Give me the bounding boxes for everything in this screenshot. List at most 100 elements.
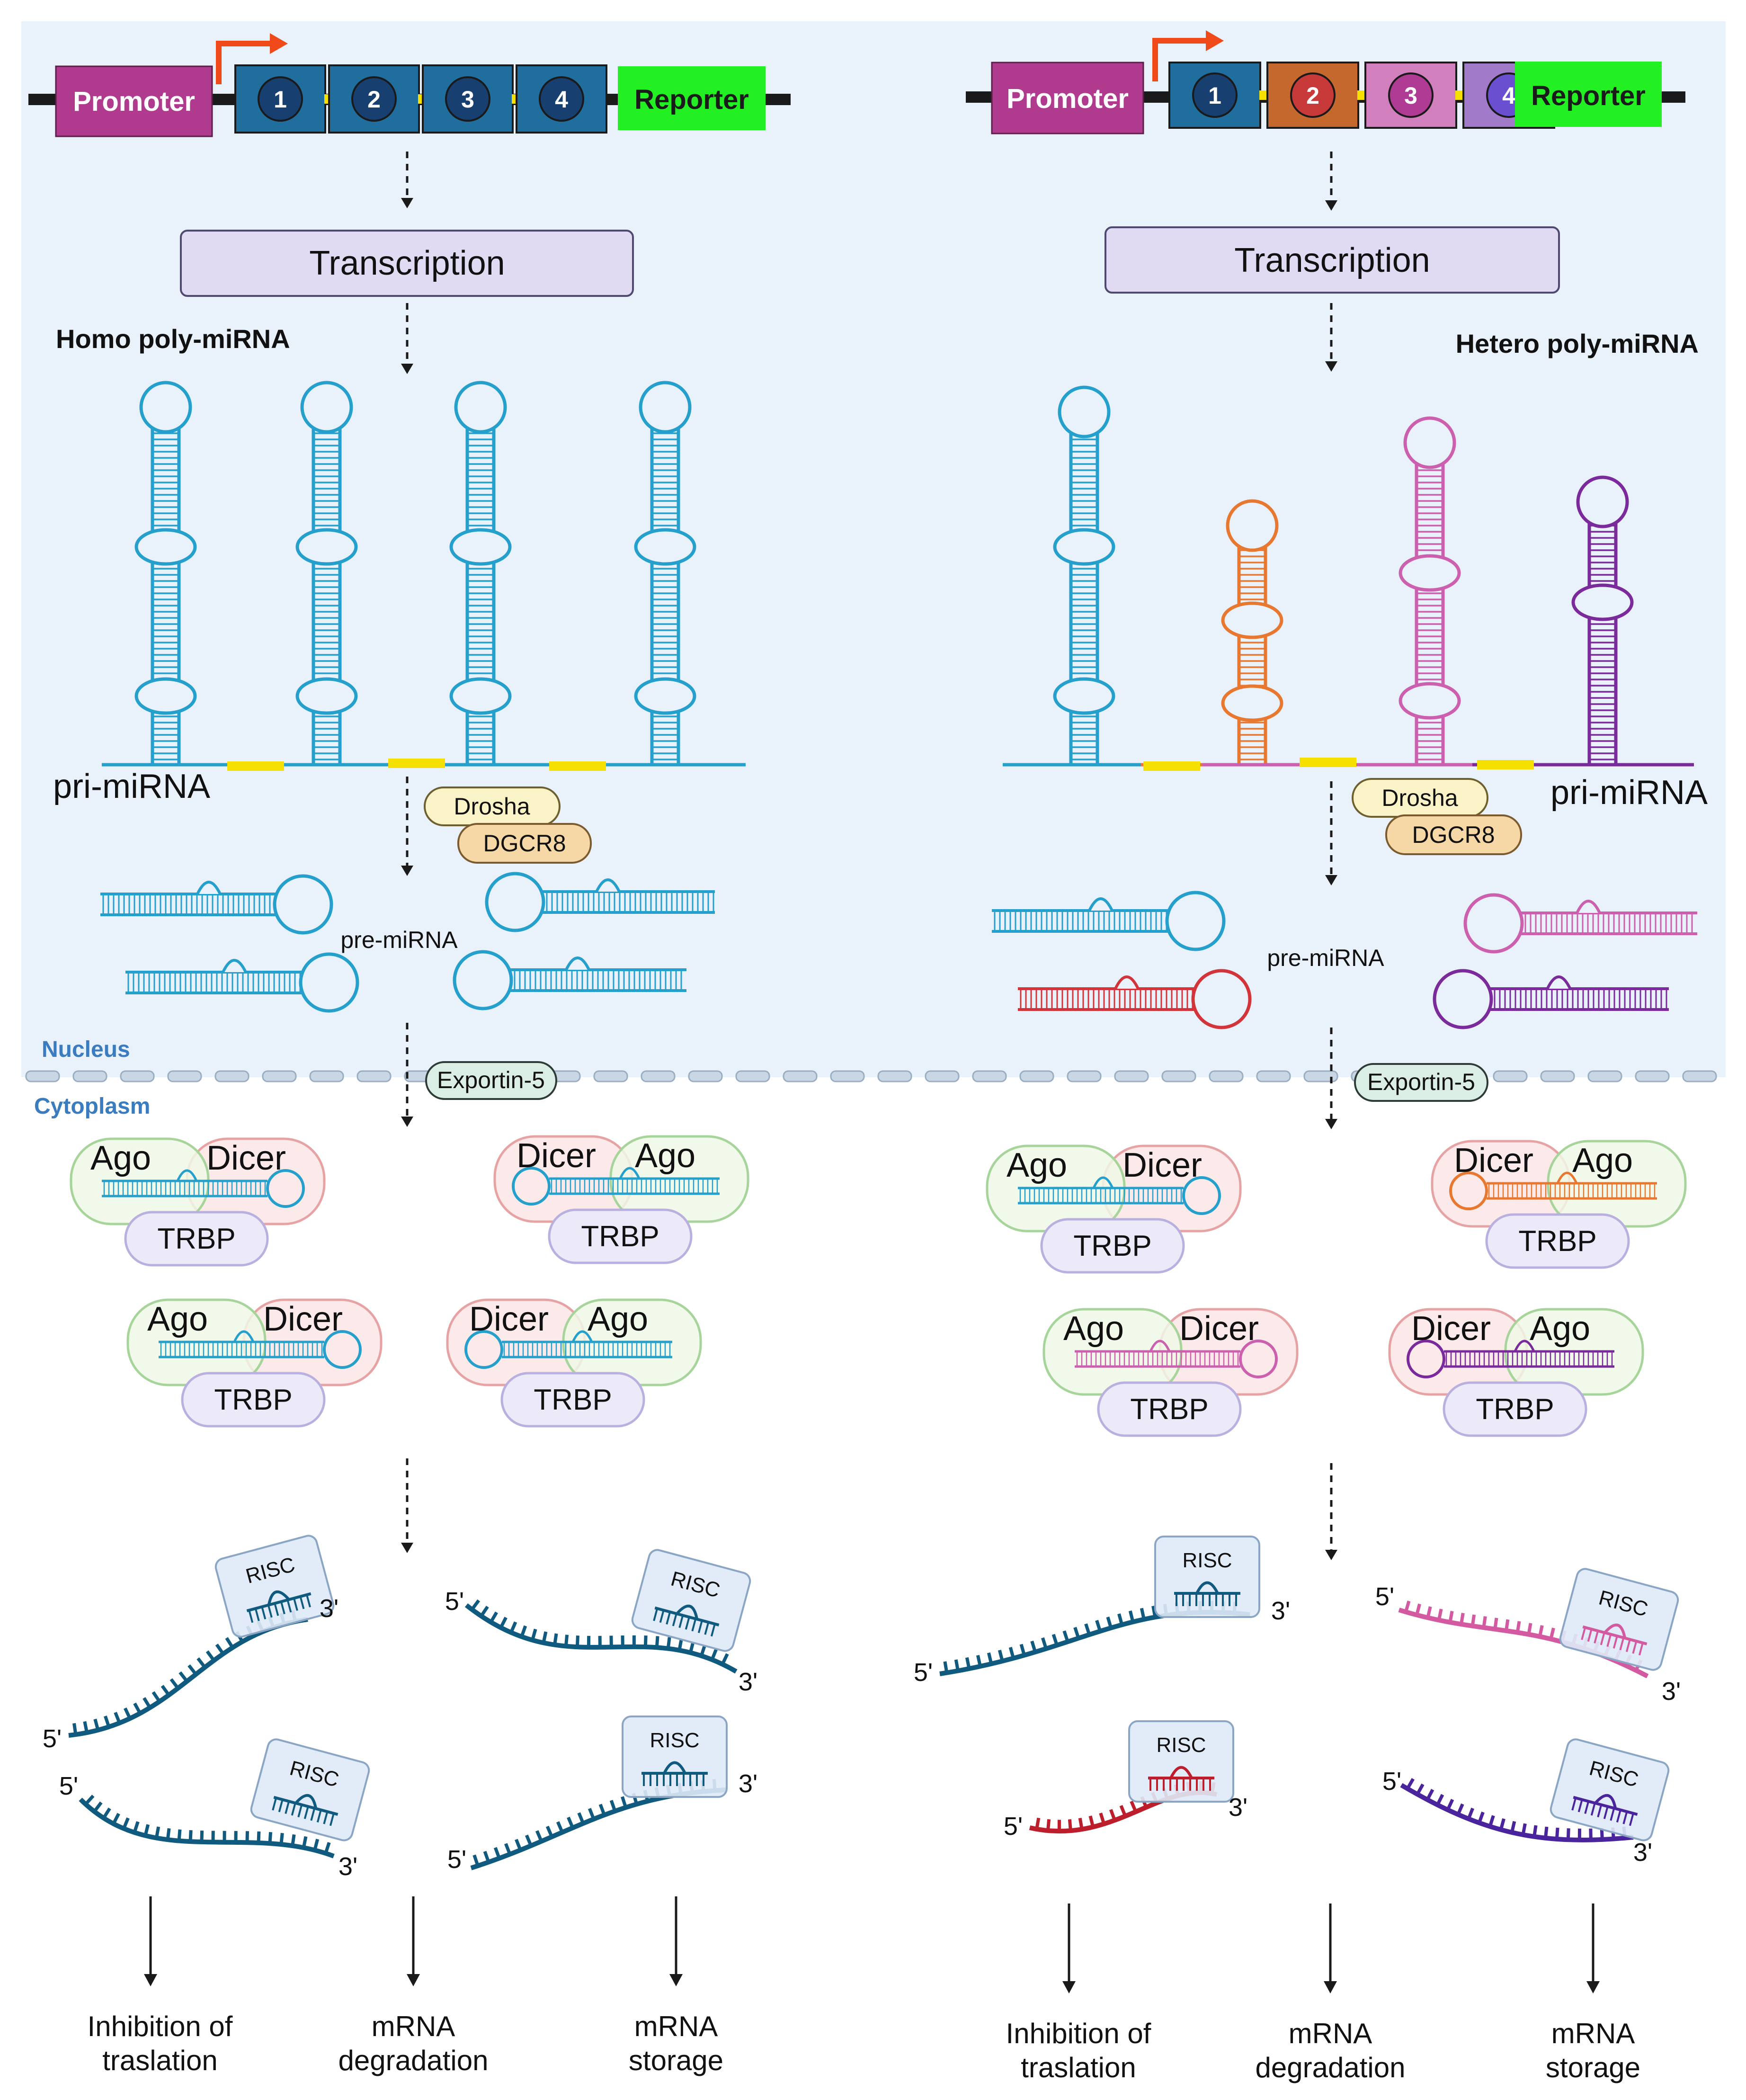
- internal-loop: [1399, 554, 1461, 592]
- mrna-base: [1415, 1603, 1421, 1616]
- mrna-base: [93, 1718, 100, 1731]
- mrna-base: [102, 1807, 111, 1819]
- mrna-base: [553, 1633, 558, 1645]
- internal-loop: [134, 528, 197, 566]
- hetero-reporter-label: Reporter: [1531, 80, 1646, 111]
- hetero-five-prime: 5': [914, 1658, 933, 1687]
- mrna-base: [1510, 1821, 1516, 1833]
- terminal-loop: [300, 381, 353, 434]
- hetero-ago-label: Ago: [1063, 1310, 1124, 1348]
- mrna-base: [1151, 1605, 1157, 1617]
- target-mrna: [939, 1609, 1250, 1676]
- guide-base: [704, 1622, 710, 1635]
- terminal-loop: [1576, 475, 1629, 528]
- homo-trbp-shape: [548, 1208, 693, 1264]
- membrane-dash: [1019, 1070, 1054, 1082]
- mrna-base: [257, 1831, 261, 1843]
- hetero-ago-label: Ago: [1572, 1142, 1633, 1180]
- homo-ago-label: Ago: [635, 1137, 695, 1175]
- flow-arrowhead-icon: [401, 866, 413, 876]
- guide-base: [710, 1624, 716, 1637]
- hetero-hairpin: [1399, 416, 1461, 763]
- bulge: [1514, 1340, 1535, 1352]
- homo-risc-box: RISC: [214, 1535, 335, 1638]
- mrna-base: [721, 1653, 729, 1665]
- risc-shape: [1128, 1720, 1234, 1803]
- internal-loop: [1053, 528, 1115, 566]
- homo-outcome-text: mRNA: [634, 2011, 718, 2042]
- mrna-base: [1041, 1637, 1048, 1649]
- guide-base: [666, 1611, 671, 1625]
- mrna-base: [564, 1635, 569, 1646]
- terminal-loop: [453, 950, 513, 1010]
- membrane-dash: [641, 1070, 676, 1082]
- mrna-base: [577, 1812, 585, 1824]
- bulge: [1092, 1176, 1114, 1189]
- mrna-base: [1130, 1800, 1138, 1813]
- mrna-base: [710, 1648, 718, 1661]
- mrna-base: [499, 1617, 508, 1628]
- homo-ago-label: Ago: [588, 1300, 648, 1338]
- internal-loop: [1571, 583, 1634, 621]
- hetero-unit-circle: [1192, 72, 1238, 118]
- risc-shape: [1550, 1738, 1670, 1841]
- mrna-base: [302, 1836, 308, 1848]
- mrna-base: [122, 1817, 130, 1830]
- mrna-base: [1030, 1640, 1037, 1653]
- nucleus-label: Nucleus: [42, 1037, 130, 1062]
- mrna-base: [542, 1631, 548, 1644]
- guide-base: [329, 1813, 335, 1826]
- membrane-dash: [1682, 1070, 1717, 1082]
- hetero-pre-mirna: [992, 891, 1697, 1029]
- hetero-risc-label: RISC: [1182, 1549, 1232, 1572]
- hetero-risc-box: RISC: [1550, 1738, 1670, 1841]
- mrna-base: [169, 1678, 179, 1689]
- mrna-base: [133, 1702, 142, 1715]
- guide-base: [248, 1610, 254, 1623]
- hetero-pre-label: pre-miRNA: [1267, 945, 1384, 971]
- mrna-base: [1128, 1610, 1135, 1623]
- hetero-dicer-label: Dicer: [1411, 1310, 1491, 1348]
- homo-pre-label: pre-miRNA: [340, 927, 458, 953]
- hetero-pre-hairpin: [1463, 893, 1697, 954]
- mrna-base: [225, 1637, 234, 1649]
- homo-five-prime: 5': [59, 1772, 78, 1800]
- guide-base: [1577, 1799, 1583, 1813]
- terminal-loop: [1058, 385, 1111, 438]
- guide-base: [297, 1804, 303, 1818]
- loop: [464, 1330, 503, 1369]
- mrna-base: [324, 1842, 331, 1854]
- hetero-hairpin: [1053, 385, 1115, 763]
- flow-arrows: [401, 152, 1337, 1560]
- homo-hairpin: [134, 381, 197, 763]
- homo-risc-box: RISC: [631, 1549, 751, 1652]
- bulge: [619, 1167, 641, 1180]
- hetero-outcome-text: degradation: [1256, 2052, 1406, 2083]
- mrna-base: [621, 1796, 628, 1808]
- linker-segment: [227, 761, 284, 771]
- mrna-base: [1478, 1811, 1485, 1823]
- risc-shape: [214, 1535, 335, 1638]
- mrna-base: [1404, 1600, 1411, 1613]
- hetero-hairpin: [1571, 475, 1634, 763]
- membrane-dash: [1161, 1070, 1196, 1082]
- hetero-exportin-pill: [1354, 1063, 1488, 1102]
- hetero-title: Hetero poly-miRNA: [1456, 329, 1699, 358]
- hetero-promoter-label: Promoter: [1007, 83, 1129, 114]
- internal-loop: [295, 677, 358, 715]
- hetero-outcomes: Inhibition oftraslationmRNAdegradationmR…: [1006, 1903, 1640, 2083]
- mrna-base: [535, 1830, 543, 1842]
- mrna-base: [1078, 1818, 1084, 1830]
- mrna-base: [1051, 1634, 1059, 1646]
- terminal-loop: [1403, 416, 1456, 469]
- internal-loop: [634, 528, 696, 566]
- flow-arrowhead-icon: [401, 1117, 413, 1127]
- hetero-trbp-label: TRBP: [1476, 1393, 1554, 1426]
- flow-arrowhead-icon: [1325, 361, 1337, 372]
- mrna-base: [666, 1637, 671, 1649]
